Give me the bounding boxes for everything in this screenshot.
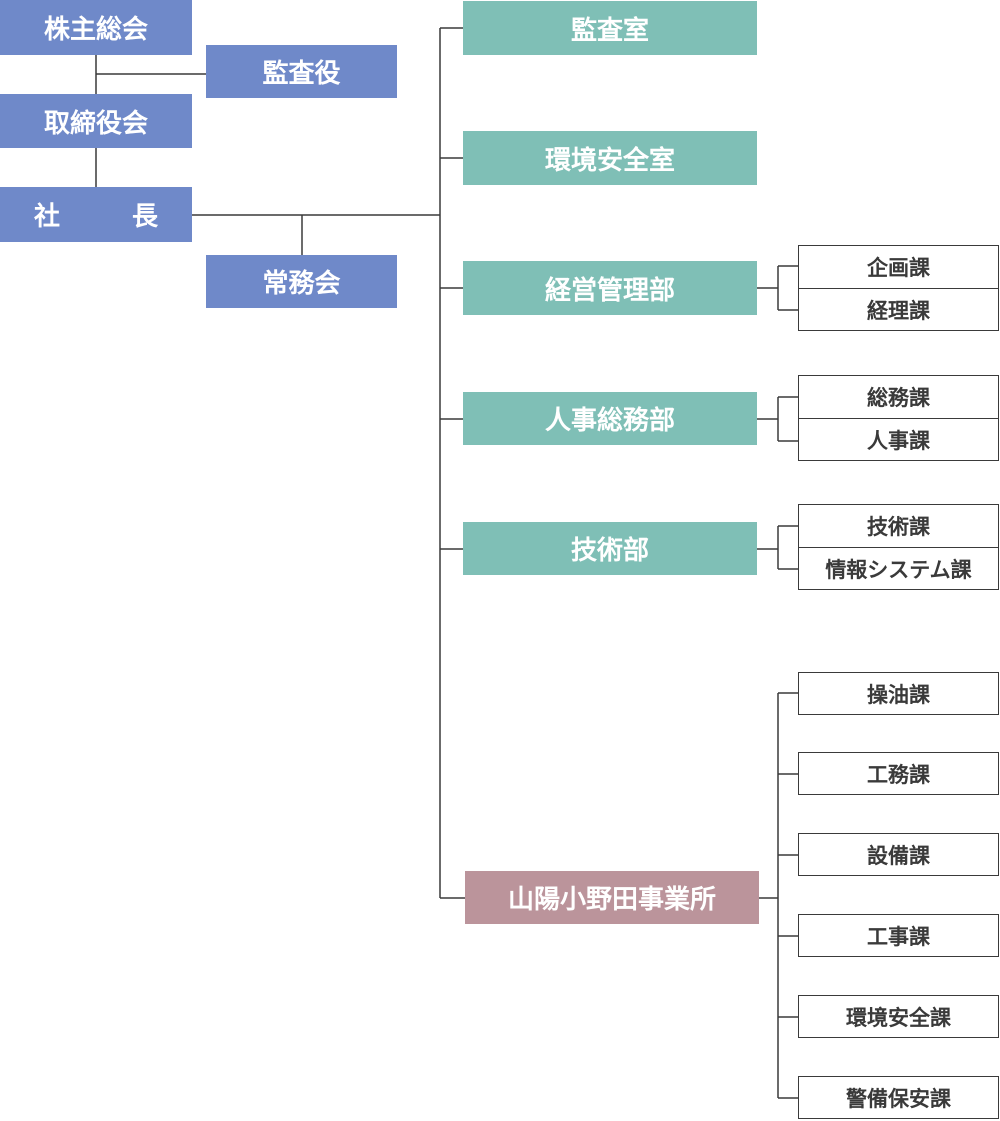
hr-general-dept-label: 人事総務部 — [544, 406, 675, 436]
shareholders-meeting-label: 株主総会 — [43, 15, 148, 45]
auditor-label: 監査役 — [262, 59, 341, 89]
oil-operations-section-box: 操油課 — [798, 672, 999, 715]
security-section-box: 警備保安課 — [798, 1076, 999, 1119]
works-section-box: 工務課 — [798, 752, 999, 795]
planning-section-label: 企画課 — [867, 256, 930, 280]
works-section-label: 工務課 — [867, 762, 930, 787]
personnel-section-label: 人事課 — [867, 428, 930, 453]
audit-office-label: 監査室 — [570, 15, 649, 46]
env-safety-office-box: 環境安全室 — [463, 131, 757, 185]
general-affairs-section-box: 総務課 — [798, 375, 999, 419]
info-systems-section-box: 情報システム課 — [798, 547, 999, 590]
env-safety-section-label: 環境安全課 — [846, 1005, 951, 1030]
audit-office-box: 監査室 — [463, 1, 757, 55]
planning-section-box: 企画課 — [798, 245, 999, 289]
hr-general-dept-box: 人事総務部 — [463, 392, 757, 445]
accounting-section-label: 経理課 — [867, 298, 930, 323]
engineering-section-box: 技術課 — [798, 504, 999, 548]
auditor-box: 監査役 — [206, 45, 397, 98]
management-dept-label: 経営管理部 — [544, 275, 675, 306]
managing-board-box: 常務会 — [206, 255, 397, 308]
management-dept-box: 経営管理部 — [463, 261, 757, 315]
president-box: 社 長 — [0, 187, 192, 242]
accounting-section-box: 経理課 — [798, 288, 999, 331]
personnel-section-box: 人事課 — [798, 418, 999, 461]
engineering-section-label: 技術課 — [867, 515, 930, 539]
sanyo-onoda-site-box: 山陽小野田事業所 — [465, 871, 759, 924]
sanyo-onoda-site-label: 山陽小野田事業所 — [507, 885, 716, 915]
construction-section-box: 工事課 — [798, 914, 999, 957]
general-affairs-section-label: 総務課 — [867, 386, 930, 410]
engineering-dept-box: 技術部 — [463, 522, 757, 575]
shareholders-meeting-box: 株主総会 — [0, 0, 192, 55]
president-label-right: 長 — [131, 202, 158, 232]
security-section-label: 警備保安課 — [846, 1086, 951, 1111]
env-safety-office-label: 環境安全室 — [544, 145, 675, 176]
equipment-section-label: 設備課 — [867, 843, 930, 868]
equipment-section-box: 設備課 — [798, 833, 999, 876]
engineering-dept-label: 技術部 — [570, 536, 649, 566]
env-safety-section-box: 環境安全課 — [798, 995, 999, 1038]
managing-board-label: 常務会 — [262, 269, 341, 299]
info-systems-section-label: 情報システム課 — [825, 557, 972, 582]
construction-section-label: 工事課 — [867, 924, 930, 949]
president-label-left: 社 — [34, 202, 61, 232]
board-of-directors-box: 取締役会 — [0, 94, 192, 148]
board-of-directors-label: 取締役会 — [43, 108, 148, 139]
oil-operations-section-label: 操油課 — [867, 682, 930, 707]
